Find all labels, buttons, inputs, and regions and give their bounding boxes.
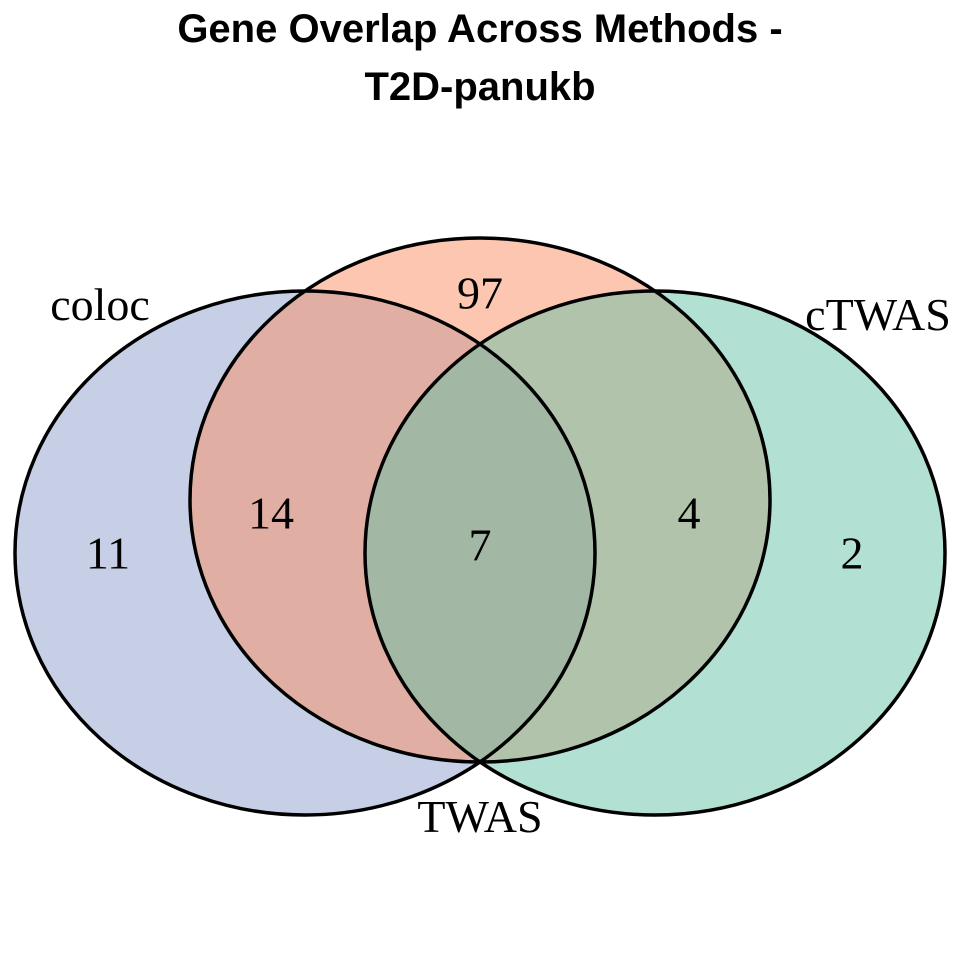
set-ctwas-outline [363,289,947,817]
chart-title-line-1: Gene Overlap Across Methods - [177,7,783,51]
region-count-ctwas: 2 [841,528,864,579]
region-count-twas: 97 [457,268,503,319]
chart-title: Gene Overlap Across Methods - T2D-panukb [0,0,960,116]
region-count-coloc-twas-ctwas: 7 [469,520,492,571]
set-label-twas: TWAS [417,791,542,842]
set-label-ctwas: cTWAS [805,289,951,340]
region-count-twas-ctwas: 4 [678,488,701,539]
chart-title-line-2: T2D-panukb [364,65,596,109]
region-count-coloc: 11 [86,528,130,579]
set-label-coloc: coloc [50,279,150,330]
set-ctwas-fill [365,291,945,815]
region-count-coloc-twas: 14 [248,488,294,539]
